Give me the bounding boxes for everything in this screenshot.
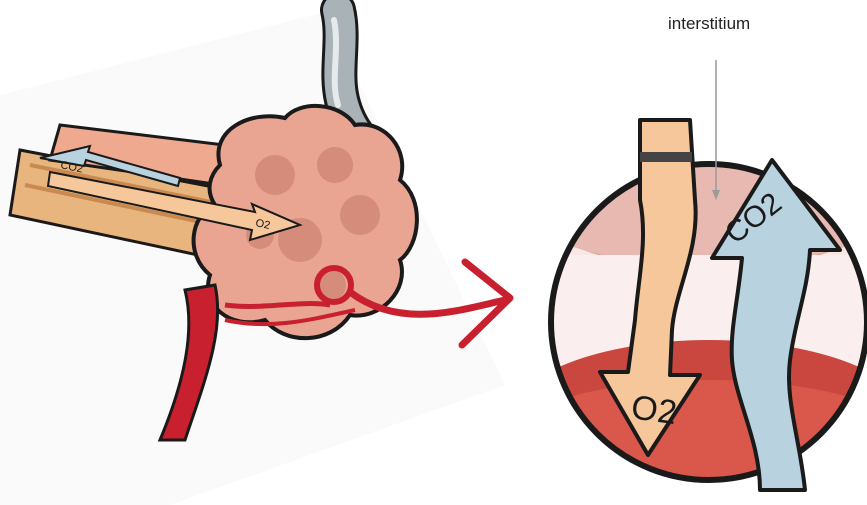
big-o2-label: O2 <box>629 388 679 432</box>
